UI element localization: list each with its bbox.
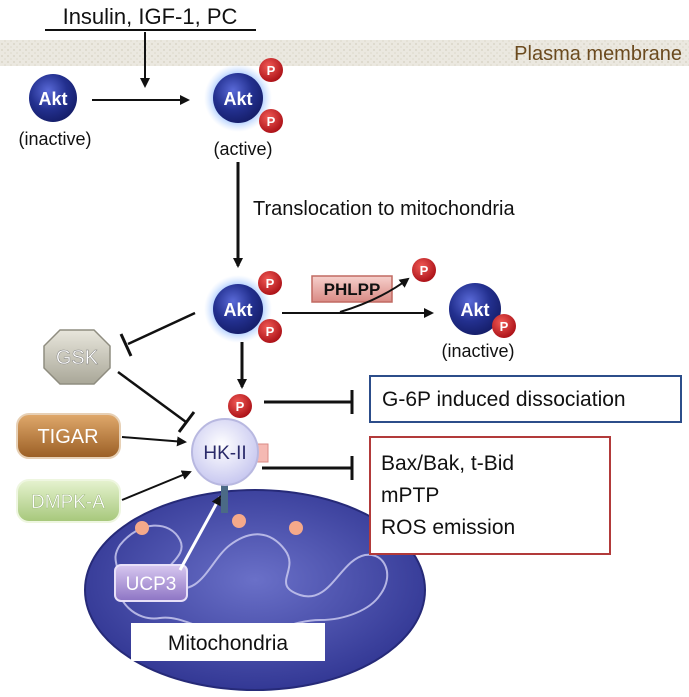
tigar-box [16, 413, 121, 459]
phospho-badge [259, 109, 283, 133]
plasma-membrane-label: Plasma membrane [514, 43, 682, 65]
akt-inhibits-gsk [127, 311, 196, 346]
membrane-particle [289, 521, 303, 535]
akt-label: Akt [223, 300, 252, 320]
phlpp-box [311, 275, 393, 303]
apoptosis-box [369, 436, 611, 555]
phlpp-label: PHLPP [324, 280, 381, 299]
phospho-label: P [236, 399, 245, 414]
phospho-label: P [266, 324, 275, 339]
membrane-particle [232, 514, 246, 528]
dissociation-box [369, 375, 682, 423]
akt-inhibits-gsk-bar [119, 333, 133, 357]
hk2-label: HK-II [203, 443, 246, 464]
mitochondria-label: Mitochondria [168, 632, 289, 655]
akt-label: Akt [38, 89, 67, 109]
state-inactive-label: (inactive) [441, 341, 514, 361]
effector-item: Bax/Bak, t-Bid [381, 452, 514, 475]
akt-inactive-right: Akt P [449, 283, 516, 338]
ucp3-label: UCP3 [126, 574, 177, 595]
dmpk-to-hk2-arrow [121, 470, 192, 501]
tigar-to-hk2-arrow [121, 436, 187, 447]
phospho-label: P [420, 263, 429, 278]
phospho-badge [492, 314, 516, 338]
phospho-release-arrow [339, 277, 410, 313]
gsk-inhibits-hk2 [117, 370, 187, 424]
dmpk-label: DMPK-A [31, 492, 105, 513]
phospho-badge [258, 271, 282, 295]
hk2-enzyme [191, 418, 259, 486]
tigar-label: TIGAR [37, 426, 98, 448]
stimulus-label: Insulin, IGF-1, PC [63, 4, 238, 29]
phospho-label: P [266, 276, 275, 291]
translocation-label: Translocation to mitochondria [253, 198, 515, 220]
gsk-inhibits-hk2-bar [177, 411, 196, 433]
effector-item: mPTP [381, 484, 439, 507]
dmpk-box [16, 479, 121, 523]
state-active-label: (active) [213, 139, 272, 159]
membrane-particle [135, 521, 149, 535]
phospho-label: P [267, 63, 276, 78]
phospho-badge [228, 394, 252, 418]
ucp3-box [114, 564, 188, 602]
ucp3-arrow [178, 495, 222, 571]
phospho-badge [259, 58, 283, 82]
akt-active-top: Akt P P [204, 58, 283, 133]
gsk-label: GSK [56, 347, 99, 369]
akt-inactive-top: Akt [29, 74, 77, 122]
gsk-octagon [43, 329, 111, 385]
phospho-label: P [500, 319, 509, 334]
plasma-membrane [0, 40, 689, 66]
phospho-badge [412, 258, 436, 282]
dissociation-label: G-6P induced dissociation [382, 388, 626, 411]
hk2-anchor-stem [221, 483, 228, 513]
state-inactive-label: (inactive) [18, 129, 91, 149]
akt-label: Akt [460, 300, 489, 320]
akt-active-mito: Akt P P [204, 271, 282, 343]
mitochondria-label-box [131, 623, 325, 661]
akt-label: Akt [223, 89, 252, 109]
phospho-label: P [267, 114, 276, 129]
effector-item: ROS emission [381, 516, 515, 539]
phospho-badge [258, 319, 282, 343]
